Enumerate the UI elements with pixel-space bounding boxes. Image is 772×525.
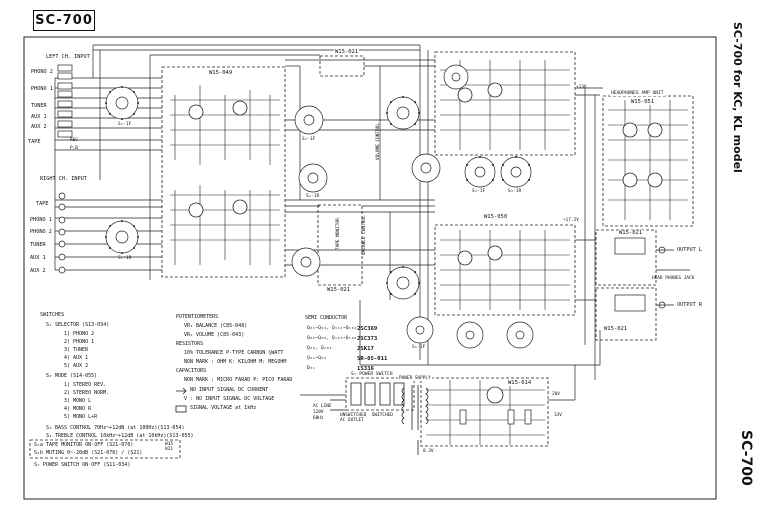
vr-volume: VR₂ VOLUME (C85-043)	[184, 332, 245, 338]
footer-model: SC-700	[738, 430, 754, 486]
unit-w15-021-mid: W15-021	[326, 287, 352, 293]
semi-part: 2SK17	[357, 346, 374, 352]
unit-w15-051: W15-051	[630, 99, 656, 105]
mode-item: 4) MONO R	[64, 406, 92, 412]
right-tape: TAPE	[36, 201, 49, 207]
resistor-mark: NON MARK : OHM K: KILOHM M: MEGOHM	[184, 359, 287, 365]
model-title-box: SC-700	[33, 10, 95, 31]
semi-refs: Q₀₁~Q₀₄	[307, 356, 327, 361]
switch-s5: S₅-1F	[412, 345, 426, 350]
switch-s1r: S₁-1R	[118, 256, 132, 261]
switch-s1f: S₁-1F	[118, 122, 132, 127]
semi-part: 1S336	[357, 366, 374, 372]
right-input-label: RIGHT CH. INPUT	[40, 176, 87, 182]
pot-title: POTENTIOMETERS	[176, 314, 219, 320]
switch-s2r: S₂-1R	[306, 194, 320, 199]
cap-title: CAPACITORS	[176, 368, 207, 374]
selector-item: 3) TUNER	[64, 347, 89, 353]
unit-w15-021-bot: W15-021	[603, 326, 629, 332]
left-phono1: PHONO 1	[31, 86, 53, 92]
tape-monitor-switch: S₅a TAPE MONITOR ON·OFF (S21-070)	[34, 442, 134, 448]
left-aux1: AUX 1	[31, 114, 47, 120]
right-aux2: AUX 2	[30, 268, 46, 274]
voltage-1: +13V	[576, 85, 587, 90]
voltage-5: 8.3V	[423, 449, 434, 454]
mode-item: 3) MONO L	[64, 398, 92, 404]
volume-control-label: VOLUME CONTROL	[376, 122, 381, 160]
headphones-jack: HEAD PHONES JACK	[652, 276, 695, 281]
symbol-v-desc: V : NO INPUT SIGNAL DC VOLTAGE	[184, 396, 275, 402]
muting-switch: S₅b MUTING 0~-20dB (S21-070) / (S21)	[34, 450, 143, 456]
vr-balance: VR₁ BALANCE (C85-048)	[184, 323, 248, 329]
semi-part: 2SC369	[357, 326, 378, 332]
bass-control: S₃ BASS CONTROL 70Hz~+12dB (at 100Hz)(S1…	[46, 425, 185, 431]
switch-s3: S₃-1F	[472, 189, 486, 194]
cap-note: NON MARK : MICRO FARAD P: PICO FARAD	[184, 377, 293, 383]
output-r: OUTPUT R	[677, 302, 702, 308]
right-tuner: TUNER	[30, 242, 46, 248]
right-phono1: PHONO 1	[30, 217, 52, 223]
semi-refs: Q₀₁~Q₀₄, Q₁₀₁~Q₁₀₄	[307, 326, 357, 331]
ac-line: AC LINE 120V 60Hz	[313, 404, 332, 421]
resistor-note: 10% TOLERANCE P-TYPE CARBON ¼WATT	[184, 350, 284, 356]
semi-refs: Q₀₅~Q₀₈, Q₁₀₅~Q₁₀₈	[307, 336, 357, 341]
semi-part: SR-05-011	[357, 356, 388, 362]
ac-outlet-label: UNSWITCHED SWITCHED AC OUTLET	[340, 413, 393, 423]
switch-s2f: S₂-1F	[302, 137, 316, 142]
mode-item: 1) STEREO REV.	[64, 382, 107, 388]
unit-w15-050: W15-050	[483, 214, 509, 220]
symbol-arrow-desc: NO INPUT SIGNAL DC CURRENT	[190, 387, 269, 393]
semi-title: SEMI CONDUCTOR	[305, 315, 348, 321]
switch-s4: S₄-1R	[508, 189, 522, 194]
power-switch-label: S₇ POWER SWITCH	[350, 372, 394, 377]
left-tape-pb: P.B	[70, 146, 78, 151]
model-title: SC-700	[35, 13, 93, 28]
mode-label: S₂ MODE (S14-055)	[46, 373, 98, 379]
voltage-4: +17.2V	[563, 218, 579, 223]
right-aux1: AUX 1	[30, 255, 46, 261]
unit-w15-014: W15-014	[507, 380, 533, 386]
tape-monitor-label: TAPE MONITOR	[336, 218, 341, 250]
selector-item: 5) AUX 2	[64, 363, 89, 369]
resistors-title: RESISTORS	[176, 341, 204, 347]
symbol-box-desc: SIGNAL VOLTAGE at 1kHz	[190, 405, 257, 411]
balance-control-label: BALANCE CONTROL	[362, 215, 367, 255]
semi-refs: Q₀₉, Q₁₀₉	[307, 346, 332, 351]
mode-item: 2) STEREO NORM.	[64, 390, 110, 396]
selector-item: 2) PHONO 1	[64, 339, 95, 345]
unit-w15-049: W15-049	[208, 70, 234, 76]
side-title: SC-700 for KC, KL model	[731, 22, 744, 173]
voltage-3: 33V	[554, 413, 562, 418]
mode-item: 5) MONO L+R	[64, 414, 98, 420]
unit-w15-021-top: W15-021	[334, 49, 360, 55]
left-input-label: LEFT CH. INPUT	[46, 54, 90, 60]
switches-title: SWITCHES	[40, 312, 65, 318]
selector-item: 1) PHONO 2	[64, 331, 95, 337]
output-l: OUTPUT L	[677, 247, 702, 253]
semi-refs: D₀₁	[307, 366, 316, 371]
headphones-amp-label: HEADPHONES AMP UNIT	[610, 91, 665, 96]
unit-w15-021-right: W15-021	[618, 230, 644, 236]
voltage-2: 20V	[552, 392, 560, 397]
left-tuner: TUNER	[31, 103, 47, 109]
selector-label: S₁ SELECTOR (S13-034)	[46, 322, 110, 328]
semi-part: 2SC373	[357, 336, 378, 342]
switch-ref: W15 021	[165, 442, 174, 452]
selector-item: 4) AUX 1	[64, 355, 89, 361]
left-tape-rec: REC	[70, 138, 78, 143]
right-phono2: PHONO 2	[30, 229, 52, 235]
treble-control: S₄ TREBLE CONTROL 10kHz~+12dB (at 10kHz)…	[46, 433, 194, 439]
left-tape: TAPE	[28, 139, 41, 145]
left-phono2: PHONO 2	[31, 69, 53, 75]
left-aux2: AUX 2	[31, 124, 47, 130]
power-supply-label: POWER SUPPLY	[398, 376, 432, 381]
power-switch: S₇ POWER SWITCH ON·OFF (S11-034)	[34, 462, 131, 468]
